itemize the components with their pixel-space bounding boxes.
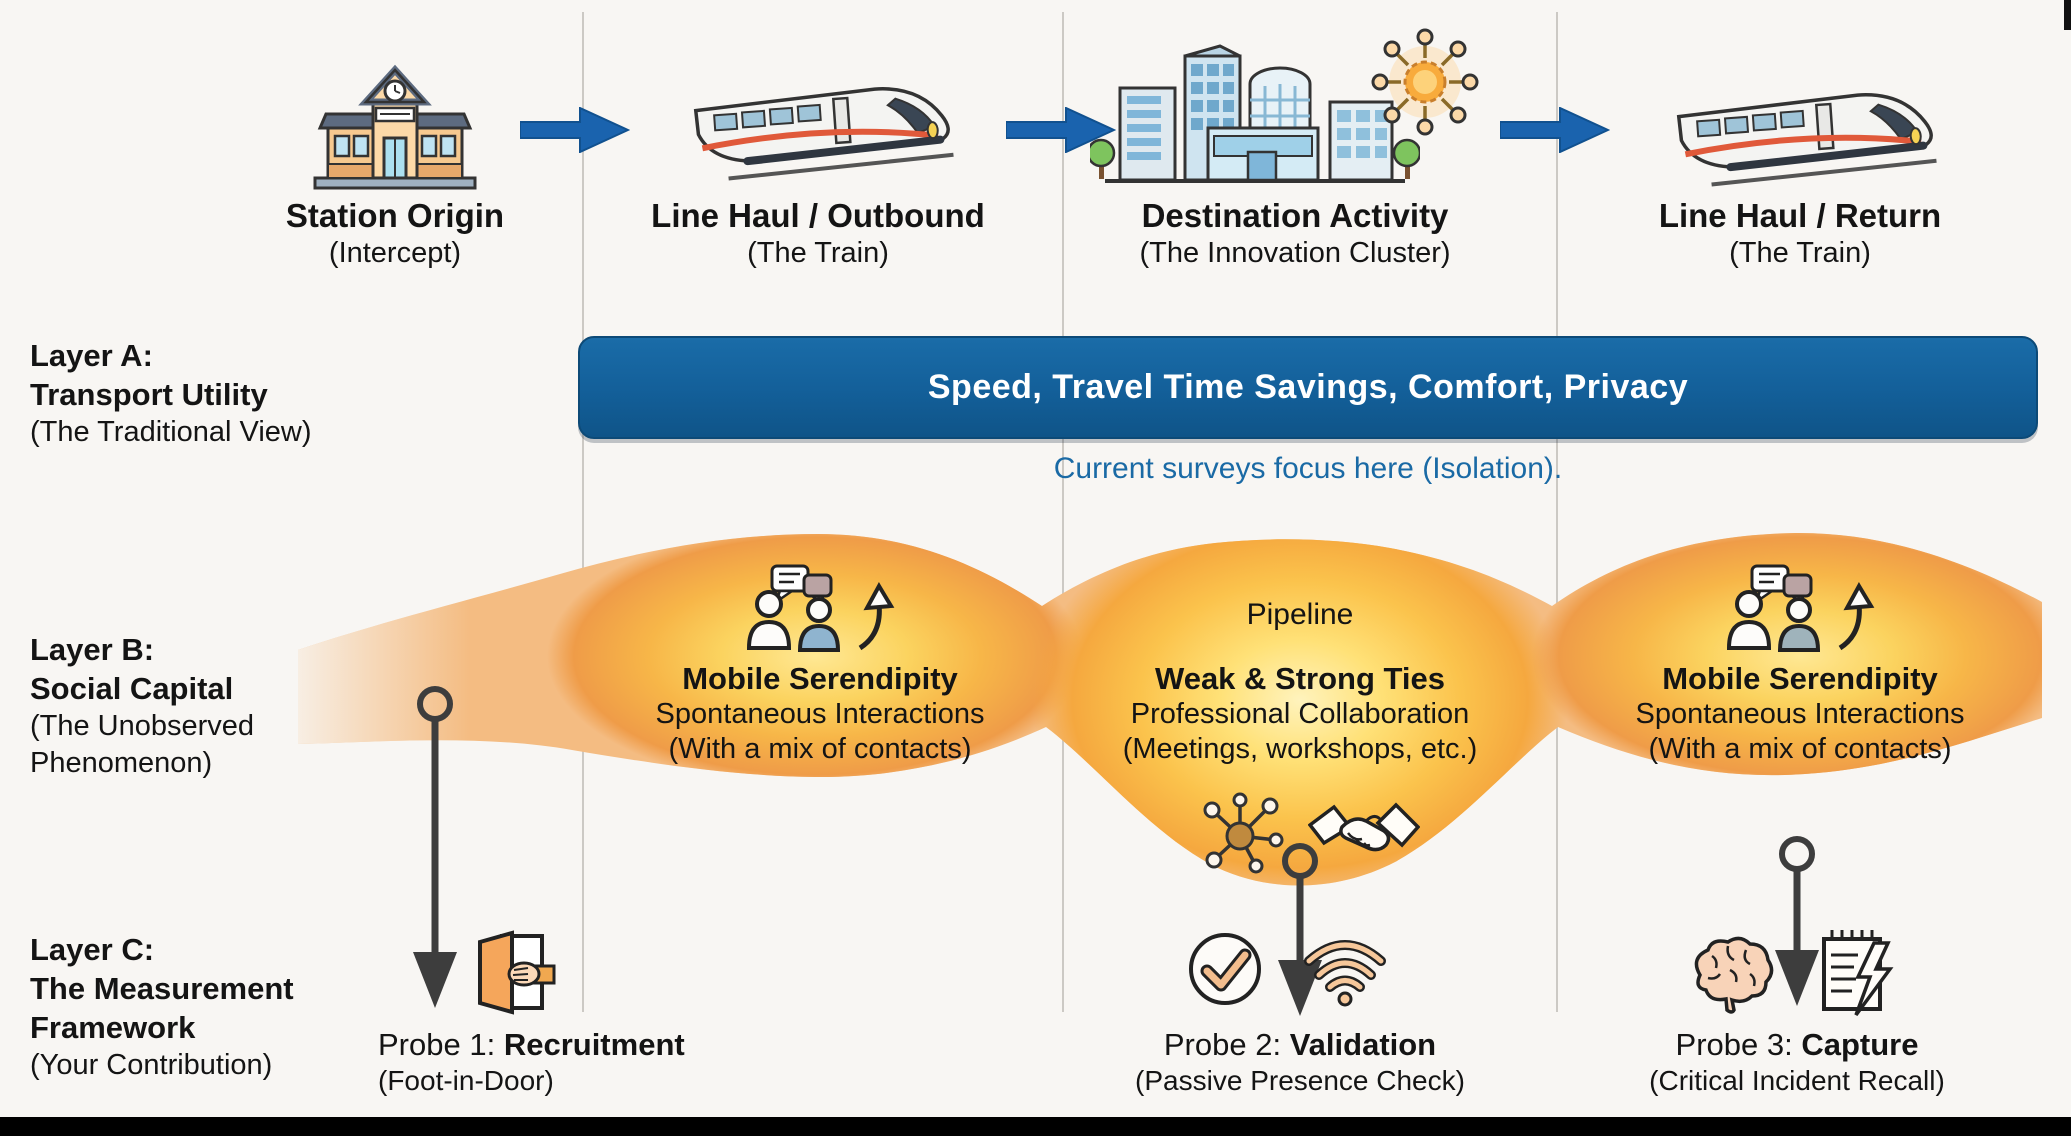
chat-people-icon — [746, 564, 895, 652]
layer-c-label: Layer C: The Measurement Framework (Your… — [30, 930, 294, 1084]
layer-a-line3: (The Traditional View) — [30, 416, 312, 448]
high-speed-train-icon — [693, 87, 954, 181]
transport-utility-banner: Speed, Travel Time Savings, Comfort, Pri… — [578, 336, 2038, 439]
innovation-cluster-icon — [1090, 44, 1420, 183]
layer-c-line1: Layer C: — [30, 932, 155, 967]
blue-arrow-icon — [520, 107, 630, 153]
blob-title: Weak & Strong Ties — [1155, 661, 1445, 696]
probe-subtitle: (Passive Presence Check) — [1135, 1065, 1465, 1096]
stage-header-destination: Destination Activity (The Innovation Clu… — [1055, 196, 1535, 271]
probe-3-text: Probe 3: Capture (Critical Incident Reca… — [1572, 1026, 2022, 1098]
layer-b-line3: (The Unobserved — [30, 710, 255, 742]
probe-name: Capture — [1801, 1027, 1919, 1062]
blob-line: (With a mix of contacts) — [1648, 733, 1952, 765]
chat-people-icon — [1726, 564, 1875, 652]
probe-prefix: Probe 3: — [1675, 1027, 1793, 1062]
pipeline-label: Pipeline — [1246, 598, 1354, 631]
layer-a-label: Layer A: Transport Utility (The Traditio… — [30, 336, 312, 451]
probe-prefix: Probe 1: — [378, 1027, 496, 1062]
stage-subtitle: (Intercept) — [328, 237, 462, 269]
layer-b-line1: Layer B: — [30, 632, 155, 667]
layer-b-line4: Phenomenon) — [30, 747, 213, 779]
probe-1-text: Probe 1: Recruitment (Foot-in-Door) — [378, 1026, 808, 1098]
stage-header-outbound: Line Haul / Outbound (The Train) — [578, 196, 1058, 271]
stage-title: Line Haul / Outbound — [651, 197, 985, 234]
probe-name: Recruitment — [503, 1027, 685, 1062]
stage-header-return: Line Haul / Return (The Train) — [1560, 196, 2040, 271]
layer-c-line2: The Measurement — [30, 971, 294, 1006]
stage-title: Destination Activity — [1141, 197, 1449, 234]
stage-subtitle: (The Train) — [747, 237, 889, 269]
banner-text: Speed, Travel Time Savings, Comfort, Pri… — [927, 368, 1689, 406]
probe-prefix: Probe 2: — [1163, 1027, 1282, 1062]
blob-line: Professional Collaboration — [1130, 698, 1470, 730]
blue-arrow-icon — [1006, 107, 1116, 153]
brain-icon — [1694, 936, 1774, 1014]
edge-artifact — [2064, 0, 2071, 30]
probe-subtitle: (Critical Incident Recall) — [1649, 1065, 1945, 1096]
check-circle-icon — [1189, 933, 1261, 1005]
column-divider — [1556, 12, 1558, 1012]
column-divider — [582, 12, 584, 1012]
door-hand-icon — [478, 930, 556, 1015]
probe-name: Validation — [1289, 1027, 1437, 1062]
layer-c-line3: Framework — [30, 1010, 196, 1045]
probe-2-text: Probe 2: Validation (Passive Presence Ch… — [1075, 1026, 1525, 1098]
layer-b-line2: Social Capital — [30, 671, 234, 706]
incident-note-icon — [1822, 930, 1894, 1017]
layer-a-line2: Transport Utility — [30, 377, 268, 412]
blue-arrow-icon — [1500, 107, 1610, 153]
stage-subtitle: (The Innovation Cluster) — [1139, 237, 1451, 269]
blob-line: Spontaneous Interactions — [655, 698, 985, 730]
wifi-icon — [1304, 940, 1386, 1007]
layer-b-label: Layer B: Social Capital (The Unobserved … — [30, 630, 254, 782]
blob-line: Spontaneous Interactions — [1635, 698, 1965, 730]
stage-title: Station Origin — [285, 197, 505, 234]
blob-title: Mobile Serendipity — [1662, 661, 1938, 696]
probe-subtitle: (Foot-in-Door) — [378, 1065, 554, 1096]
high-speed-train-icon — [1676, 93, 1937, 187]
handshake-icon — [1308, 802, 1420, 852]
column-divider — [1062, 12, 1064, 1012]
network-nodes-icon — [1203, 792, 1284, 874]
survey-focus-note: Current surveys focus here (Isolation). — [1053, 452, 1563, 485]
blob-line: (Meetings, workshops, etc.) — [1122, 733, 1478, 765]
layer-c-line4: (Your Contribution) — [30, 1049, 273, 1081]
center-blob-text: Weak & Strong Ties Professional Collabor… — [1075, 660, 1525, 767]
network-sun-icon — [1371, 28, 1479, 136]
layer-a-line1: Layer A: — [30, 338, 153, 373]
left-blob-text: Mobile Serendipity Spontaneous Interacti… — [590, 660, 1050, 767]
blob-title: Mobile Serendipity — [682, 661, 958, 696]
right-blob-text: Mobile Serendipity Spontaneous Interacti… — [1570, 660, 2030, 767]
stage-title: Line Haul / Return — [1658, 197, 1942, 234]
stage-header-station: Station Origin (Intercept) — [155, 196, 635, 271]
bottom-black-bar — [0, 1117, 2071, 1136]
blob-line: (With a mix of contacts) — [668, 733, 972, 765]
stage-subtitle: (The Train) — [1729, 237, 1871, 269]
train-station-icon — [313, 64, 477, 190]
